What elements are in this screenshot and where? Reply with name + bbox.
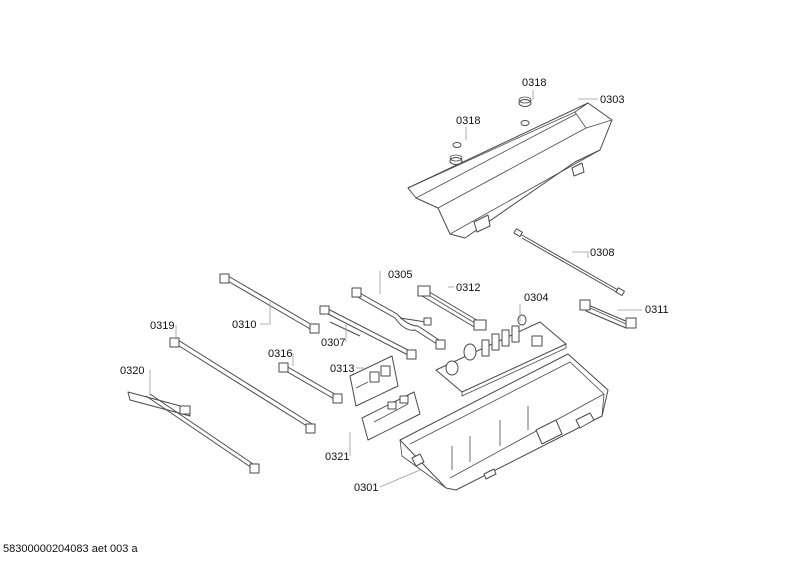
button-part-0318-left	[449, 142, 463, 165]
callout-0305: 0305	[388, 269, 412, 281]
callout-0318-left: 0318	[456, 115, 480, 127]
cover-part-0303	[407, 102, 613, 239]
callout-0312: 0312	[456, 282, 480, 294]
callout-labels: 0318 0303 0318 0308 0305 0312 0304 0311 …	[120, 77, 669, 494]
callout-0303: 0303	[600, 94, 624, 106]
housing-part-0301	[399, 353, 609, 491]
wire-part-0308	[513, 228, 625, 297]
document-id-footer: 58300000204083 aet 003 a	[3, 543, 138, 555]
callout-0308: 0308	[590, 247, 614, 259]
callout-0301: 0301	[354, 482, 378, 494]
callout-0321: 0321	[325, 451, 349, 463]
board-part-0304	[435, 314, 567, 397]
cable-part-0320	[127, 391, 260, 474]
ribbon-cable-part-0311	[579, 299, 637, 329]
cable-part-0319	[169, 337, 316, 434]
ribbon-cable-part-0312	[417, 285, 487, 331]
cable-part-0310	[219, 273, 320, 334]
callout-0310: 0310	[232, 319, 256, 331]
callout-0307: 0307	[321, 337, 345, 349]
callout-0318-top: 0318	[522, 77, 546, 89]
harness-part-0305	[351, 287, 446, 350]
callout-0304: 0304	[524, 292, 548, 304]
callout-0319: 0319	[150, 320, 174, 332]
harness-part-0307	[319, 305, 417, 360]
callout-0316: 0316	[268, 348, 292, 360]
callout-0320: 0320	[120, 365, 144, 377]
button-part-0318-top	[518, 96, 532, 126]
callout-0311: 0311	[645, 304, 669, 316]
board-part-0313	[349, 355, 399, 407]
board-part-0321	[361, 391, 421, 441]
harness-part-0316	[278, 362, 343, 404]
leader-lines	[149, 90, 642, 488]
callout-0313: 0313	[330, 363, 354, 375]
